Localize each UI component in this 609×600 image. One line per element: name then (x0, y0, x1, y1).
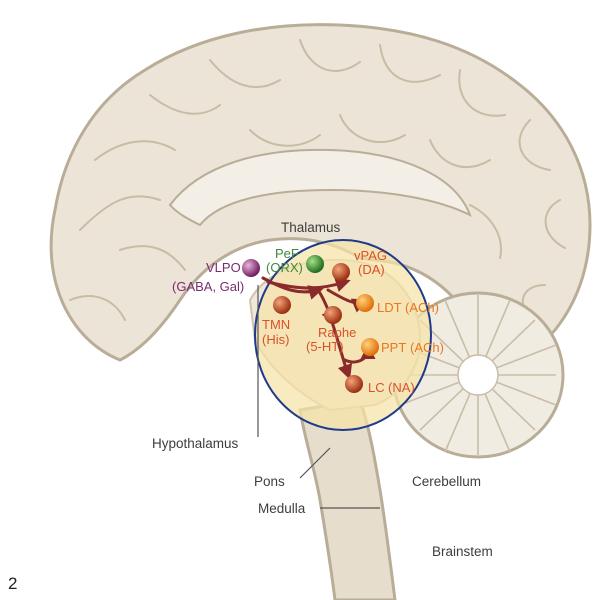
nucleus-ppt (361, 338, 379, 356)
brainstem-shape (298, 398, 397, 600)
label-vpag-transmitter: (DA) (358, 262, 385, 277)
label-tmn-transmitter: (His) (262, 332, 289, 347)
label-pef-transmitter: (ORX) (266, 260, 303, 275)
nucleus-vlpo (242, 259, 260, 277)
nucleus-vpag (332, 263, 350, 281)
label-vlpo-name: VLPO (206, 260, 241, 275)
label-ppt-transmitter: (ACh) (410, 340, 444, 355)
nucleus-tmn (273, 296, 291, 314)
nucleus-raphe (324, 306, 342, 324)
pointer-lines (257, 285, 380, 509)
label-pons: Pons (254, 474, 285, 489)
label-tmn-name: TMN (262, 317, 290, 332)
label-ppt-name: PPT (381, 340, 406, 355)
label-vlpo-transmitter: (GABA, Gal) (172, 279, 244, 294)
label-brainstem: Brainstem (432, 544, 493, 559)
label-lc-name: LC (368, 380, 385, 395)
label-raphe-name: Raphe (318, 325, 356, 340)
label-raphe-transmitter: (5-HT) (306, 339, 344, 354)
label-ldt-name: LDT (377, 300, 402, 315)
label-lc-transmitter: (NA) (388, 380, 415, 395)
label-thalamus: Thalamus (281, 220, 341, 235)
figure-number: 2 (8, 574, 17, 593)
corpus-callosum (168, 148, 472, 227)
cerebellum-shape (391, 291, 565, 459)
nucleus-lc (345, 375, 363, 393)
label-hypothalamus: Hypothalamus (152, 436, 239, 451)
nucleus-pef (306, 255, 324, 273)
label-pef-name: PeF (275, 246, 299, 261)
nucleus-ldt (356, 294, 374, 312)
label-vpag-name: vPAG (354, 248, 387, 263)
label-medulla: Medulla (258, 501, 306, 516)
cerebrum (49, 23, 592, 364)
label-cerebellum: Cerebellum (412, 474, 481, 489)
label-ldt-transmitter: (ACh) (405, 300, 439, 315)
